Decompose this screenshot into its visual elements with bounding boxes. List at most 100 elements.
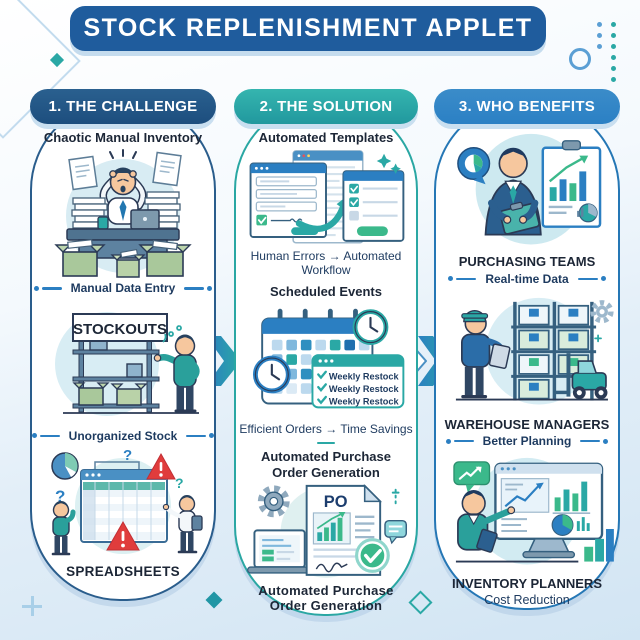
- header-solution: 2. THE SOLUTION: [234, 89, 418, 124]
- green-box-icon: [72, 382, 110, 406]
- sparkle-icon: [376, 154, 401, 175]
- benefits-item2-title: WAREHOUSE MANAGERS: [444, 416, 610, 432]
- svg-text:STOCKOUTS: STOCKOUTS: [73, 321, 167, 338]
- warehouse-manager-icon: [461, 310, 511, 399]
- plus-decoration: [22, 596, 42, 616]
- header-challenge: 1. THE CHALLENGE: [30, 89, 216, 124]
- benefits-item1-title: PURCHASING TEAMS: [458, 254, 596, 270]
- solution-item1-title: Automated Templates: [258, 130, 394, 145]
- desk-icon: [66, 228, 180, 242]
- stockouts-sign: STOCKOUTS: [72, 312, 168, 342]
- automated-templates-illustration: [249, 150, 405, 244]
- sparkle-icon: [391, 488, 400, 505]
- warehouse-managers-illustration: [455, 297, 614, 405]
- small-box-icon: [110, 249, 146, 279]
- cardboard-box-icon: [138, 240, 192, 278]
- dash-decoration: [31, 433, 60, 438]
- box-icon: [126, 363, 143, 378]
- dash-decoration: [33, 286, 62, 291]
- laptop-icon: [130, 209, 160, 231]
- clock-icon: [352, 309, 389, 346]
- caption-human-errors: Human Errors → Automated Workflow: [250, 248, 402, 278]
- stored-box-icon: [518, 304, 590, 400]
- column-benefits: 3. WHO BENEFITS: [434, 89, 620, 610]
- header-solution-label: 2. THE SOLUTION: [259, 98, 393, 115]
- benefits-item3-title: INVENTORY PLANNERS: [451, 575, 602, 591]
- stressed-worker-illustration: [54, 149, 192, 279]
- svg-text:Weekly Restock: Weekly Restock: [329, 397, 400, 407]
- question-mark-icon: ?: [55, 487, 65, 506]
- confused-person-icon: [51, 501, 76, 556]
- pointing-person-icon: [153, 334, 200, 413]
- caption-efficient-orders: Efficient Orders → Time Savings: [239, 422, 413, 437]
- dash-decoration: [184, 286, 213, 291]
- teal-diamond-outline-decoration: [408, 590, 433, 615]
- green-box-icon: [110, 383, 148, 406]
- caption-unorganized-stock: Unorganized Stock: [31, 429, 215, 443]
- header-benefits: 3. WHO BENEFITS: [434, 89, 620, 124]
- stress-marks-icon: [109, 149, 137, 160]
- restock-popup: Weekly Restock Weekly Restock Weekly Res…: [311, 354, 405, 409]
- flying-paper-icon: [68, 151, 182, 191]
- header-challenge-label: 1. THE CHALLENGE: [48, 98, 198, 115]
- caption-po-generation: Automated Purchase Order Generation: [258, 582, 394, 614]
- laptop-icon: [246, 529, 313, 574]
- scheduled-events-calendar-illustration: Weekly Restock Weekly Restock Weekly Res…: [252, 308, 405, 409]
- svg-text:PO: PO: [324, 493, 348, 511]
- caption-spreadsheets: SPREADSHEETS: [66, 564, 180, 580]
- dash-decoration: [448, 276, 477, 281]
- column-challenge: 1. THE CHALLENGE Chaotic Manual Inventor…: [30, 89, 216, 601]
- page-title-text: STOCK REPLENISHMENT APPLET: [83, 14, 533, 42]
- purchasing-teams-illustration: [457, 133, 602, 245]
- caption-better-planning: Better Planning: [445, 434, 609, 448]
- stressed-person-icon: [99, 167, 147, 226]
- svg-text:Weekly Restock: Weekly Restock: [329, 384, 400, 394]
- question-mark-icon: ?: [123, 447, 132, 464]
- svg-text:Weekly Restock: Weekly Restock: [329, 371, 400, 381]
- po-generation-illustration: PO: [246, 484, 408, 578]
- column-solution: 2. THE SOLUTION Automated Templates: [234, 89, 418, 616]
- pie-speech-bubble-icon: [457, 146, 491, 185]
- stockouts-shelf-illustration: STOCKOUTS: [55, 311, 200, 416]
- dash-decoration: [186, 433, 215, 438]
- divider-dash: [317, 441, 335, 445]
- chart-board-icon: [541, 140, 602, 228]
- dash-decoration: [445, 438, 474, 443]
- purchasing-manager-icon: [484, 147, 542, 236]
- challenge-item1-title: Chaotic Manual Inventory: [43, 130, 203, 145]
- question-mark-icon: ?: [175, 475, 184, 491]
- speech-marks-icon: [162, 324, 182, 343]
- pie-chart-icon: [51, 452, 79, 480]
- pie-chart-icon: [551, 514, 574, 537]
- plus-sparkle-icon: [594, 334, 602, 343]
- clock-icon: [252, 355, 291, 394]
- growth-bars-icon: [584, 529, 614, 562]
- shelf-icon: [72, 321, 160, 413]
- caption-cost-reduction: Cost Reduction: [484, 593, 570, 607]
- paper-stack-icon: [144, 191, 181, 229]
- gear-icon: [590, 300, 614, 324]
- mini-pie-icon: [578, 203, 598, 223]
- pointing-person-icon: [162, 495, 203, 554]
- circle-outline-decoration: [569, 48, 591, 70]
- check-badge-icon: [355, 538, 390, 574]
- inventory-planners-illustration: [453, 458, 614, 565]
- caption-manual-data-entry: Manual Data Entry: [33, 281, 213, 295]
- planner-person-icon: [457, 490, 516, 554]
- solution-item3-title: Automated Purchase Order Generation: [260, 449, 392, 480]
- gear-icon: [257, 485, 290, 518]
- cardboard-box-icon: [54, 239, 106, 278]
- solution-item2-title: Scheduled Events: [270, 283, 382, 299]
- caption-real-time-data: Real-time Data: [448, 272, 606, 286]
- checklist-window-icon: [342, 170, 405, 243]
- header-benefits-label: 3. WHO BENEFITS: [458, 98, 596, 115]
- page-title: STOCK REPLENISHMENT APPLET: [70, 6, 546, 51]
- spreadsheet-errors-illustration: ? ? ?: [51, 447, 203, 556]
- dash-decoration: [577, 276, 606, 281]
- warning-triangle-icon: [106, 521, 140, 551]
- trend-speech-bubble-icon: [453, 461, 491, 493]
- dash-decoration: [580, 438, 609, 443]
- forklift-icon: [554, 353, 608, 400]
- form-window-icon: [249, 162, 327, 239]
